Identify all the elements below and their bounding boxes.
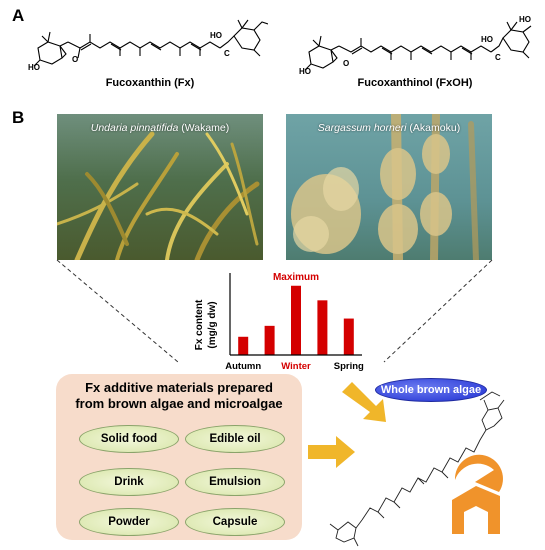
tick-label-spring: Spring — [334, 361, 364, 372]
fx-ho-label: HO — [28, 63, 40, 72]
material-edible-oil: Edible oil — [185, 425, 285, 453]
panel-label-b: B — [12, 108, 25, 127]
maximum-annotation: Maximum — [273, 272, 319, 283]
materials-box: Fx additive materials prepared from brow… — [56, 374, 302, 540]
material-drink: Drink — [79, 468, 179, 496]
bar-5 — [343, 318, 354, 355]
fxoh-o-label: O — [343, 59, 349, 68]
fxoh-oh-label: HO — [519, 15, 531, 24]
chart-marks — [238, 285, 354, 355]
diagonal-fucoxanthin-molecule — [329, 391, 505, 547]
horizontal-arrow — [308, 436, 355, 468]
akamoku-caption: Sargassum horneri (Akamoku) — [286, 122, 492, 134]
akamoku-species: Sargassum horneri — [317, 122, 407, 134]
wakame-photo: Undaria pinnatifida (Wakame) — [57, 114, 263, 260]
tick-label-autumn: Autumn — [225, 361, 261, 372]
whole-brown-algae-oval: Whole brown algae — [375, 378, 487, 402]
dashed-line-right — [383, 259, 493, 363]
person-eating-icon — [452, 454, 503, 534]
fucoxanthin-structure: HO O HO C — [28, 19, 268, 72]
fx-content-chart: Fx content (mg/g dw) Maximum Autumn Winte… — [194, 272, 364, 372]
material-solid-food: Solid food — [79, 425, 179, 453]
materials-title-line2: from brown algae and microalgae — [75, 396, 283, 411]
wakame-common-name: (Wakame) — [178, 122, 230, 134]
bar-4 — [317, 300, 328, 355]
fx-c-label: C — [224, 49, 230, 58]
fxoh-ho-label-2: HO — [481, 35, 493, 44]
material-capsule: Capsule — [185, 508, 285, 536]
fxoh-ho-label: HO — [299, 67, 311, 76]
x-tick-labels: Autumn Winter Spring — [225, 361, 364, 372]
materials-title: Fx additive materials prepared from brow… — [56, 380, 302, 412]
y-axis-label-line2: (mg/g dw) — [207, 301, 218, 348]
whole-brown-algae-label: Whole brown algae — [380, 384, 482, 396]
akamoku-common-name: (Akamoku) — [406, 122, 461, 134]
fucoxanthinol-structure: HO O HO C HO — [299, 15, 532, 76]
fx-ho-label-2: HO — [210, 31, 222, 40]
fx-o-label: O — [72, 55, 78, 64]
fucoxanthin-label: Fucoxanthin (Fx) — [105, 77, 195, 89]
fxoh-c-label: C — [495, 53, 501, 62]
tick-label-winter: Winter — [281, 361, 311, 372]
material-emulsion: Emulsion — [185, 468, 285, 496]
materials-title-line1: Fx additive materials prepared — [85, 380, 273, 395]
bar-3 — [291, 285, 301, 355]
dashed-line-left — [56, 259, 179, 363]
wakame-species: Undaria pinnatifida — [90, 122, 179, 134]
fucoxanthinol-label: Fucoxanthinol (FxOH) — [357, 77, 473, 89]
material-powder: Powder — [79, 508, 179, 536]
bar-1 — [238, 336, 249, 355]
diagonal-arrow — [342, 382, 386, 422]
panel-label-a: A — [12, 6, 25, 25]
y-axis-label-line1: Fx content — [194, 299, 205, 350]
bar-2 — [264, 325, 275, 355]
wakame-caption: Undaria pinnatifida (Wakame) — [57, 122, 263, 134]
akamoku-photo: Sargassum horneri (Akamoku) — [286, 114, 492, 260]
